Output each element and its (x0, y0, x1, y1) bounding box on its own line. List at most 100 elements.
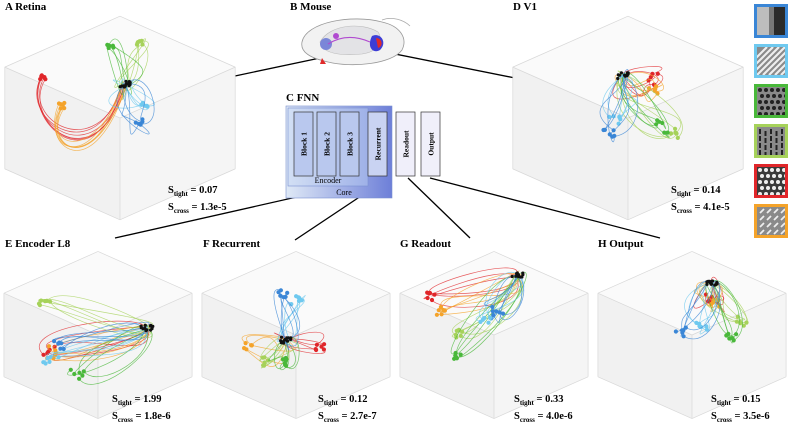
trajectory-start-point (289, 337, 293, 342)
trajectory-endpoint (482, 315, 487, 321)
trajectory-line (251, 337, 295, 352)
trajectory-start-point (510, 274, 514, 279)
trajectory-start-point (281, 341, 286, 345)
trajectory-endpoint (58, 106, 63, 111)
trajectory-line (78, 329, 146, 373)
trajectory-line (38, 298, 151, 337)
panel-title-v1: D V1 (513, 1, 537, 13)
trajectory-line (429, 267, 518, 294)
trajectory-endpoint (694, 320, 699, 325)
trajectory-endpoint (110, 43, 115, 48)
trajectory-line (711, 280, 733, 344)
trajectory-line (250, 336, 285, 350)
trajectory-endpoint (454, 355, 459, 360)
panel-title-readout: G Readout (400, 238, 452, 250)
trajectory-line (243, 342, 288, 367)
fnn-block-block-1 (293, 111, 314, 177)
trajectory-endpoint (80, 373, 85, 378)
trajectory-line (55, 328, 150, 358)
trajectory-endpoint (289, 302, 294, 307)
trajectory-line (622, 76, 656, 89)
trajectory-line (612, 78, 639, 137)
trajectory-endpoint (140, 100, 145, 105)
trajectory-line (699, 281, 711, 331)
trajectory-line (46, 329, 148, 359)
trajectory-start-point (705, 282, 709, 286)
brain-region-blue (320, 38, 332, 50)
trajectory-line (616, 72, 676, 130)
fnn-title: C FNN (286, 92, 320, 104)
encoder-label: Encoder (315, 176, 342, 185)
trajectory-endpoint (46, 349, 51, 354)
trajectory-line (83, 327, 148, 377)
trajectory-endpoint (243, 341, 248, 346)
trajectory-endpoint (244, 347, 249, 352)
trajectory-endpoint (675, 135, 680, 140)
trajectory-endpoint (57, 340, 62, 345)
trajectory-endpoint (730, 336, 735, 341)
trajectory-endpoint (438, 304, 443, 310)
stimulus-dots-dark-icon (754, 84, 788, 118)
trajectory-line (455, 273, 517, 356)
trajectory-start-point (520, 275, 524, 279)
trajectory-line (619, 75, 625, 117)
fnn-block-label: Block 2 (323, 132, 332, 156)
trajectory-start-point (619, 71, 623, 75)
trajectory-start-point (148, 324, 153, 328)
fnn-block-label: Recurrent (374, 127, 383, 160)
trajectory-endpoint (61, 346, 66, 352)
trajectory-line (112, 45, 144, 88)
trajectory-endpoint (249, 343, 254, 348)
encoder-trajectory-plot (3, 251, 193, 419)
trajectory-endpoint (652, 88, 657, 93)
trajectory-start-point (514, 274, 518, 278)
output-metrics: Stight = 0.15 Scross = 3.5e-6 (711, 394, 770, 425)
v1-trajectory-plot (512, 15, 744, 221)
trajectory-line (116, 82, 150, 135)
trajectory-endpoint (704, 327, 709, 332)
trajectory-endpoint (616, 121, 621, 126)
trajectory-endpoint (697, 324, 702, 329)
fnn-block-output (420, 111, 441, 177)
trajectory-line (279, 341, 289, 371)
trajectory-line (619, 78, 638, 118)
trajectory-start-point (143, 323, 147, 327)
fnn-block-label: Block 1 (300, 132, 309, 156)
fnn-block-block-2 (316, 111, 337, 177)
trajectory-start-point (279, 335, 284, 339)
trajectory-endpoint (657, 119, 662, 124)
trajectory-line (612, 73, 664, 100)
v1-metrics: Stight = 0.14 Scross = 4.1e-5 (671, 185, 730, 216)
fnn-block-label: Output (427, 132, 436, 156)
trajectory-line (609, 75, 630, 135)
trajectory-endpoint (673, 131, 679, 136)
trajectory-endpoint (673, 329, 678, 334)
trajectory-endpoint (458, 352, 463, 357)
trajectory-endpoint (284, 357, 289, 362)
trajectory-line (124, 84, 150, 110)
trajectory-endpoint (618, 117, 623, 122)
trajectory-endpoint (660, 120, 665, 126)
trajectory-endpoint (41, 352, 46, 357)
trajectory-line (711, 284, 747, 323)
trajectory-start-point (286, 336, 290, 340)
trajectory-endpoint (77, 376, 82, 381)
trajectory-line (428, 275, 520, 297)
encoder-metrics: Stight = 1.99 Scross = 1.8e-6 (112, 394, 171, 425)
trajectory-endpoint (490, 309, 495, 314)
trajectory-line (273, 289, 290, 351)
trajectory-endpoint (299, 298, 304, 303)
trajectory-endpoint (133, 120, 138, 125)
trajectory-start-point (616, 76, 620, 81)
trajectory-endpoint (734, 332, 739, 337)
trajectory-start-point (124, 79, 128, 83)
trajectory-endpoint (497, 310, 502, 315)
retina-trajectory-plot (4, 15, 236, 221)
trajectory-line (262, 340, 299, 366)
trajectory-endpoint (436, 308, 441, 313)
trajectory-line (698, 284, 717, 325)
fnn-block-block-3 (339, 111, 360, 177)
stimulus-dots-light-icon (754, 164, 788, 198)
trajectory-endpoint (681, 334, 686, 339)
